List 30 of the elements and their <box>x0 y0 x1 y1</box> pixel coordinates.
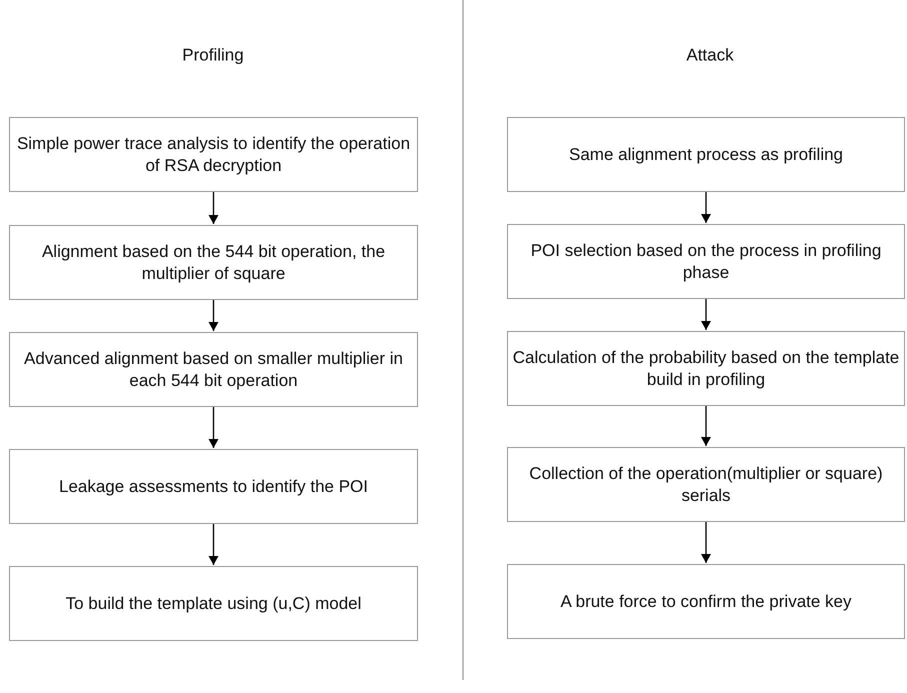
step-text: Simple power trace analysis to identify the operation of RSA decryption <box>16 132 412 176</box>
step-text: Collection of the operation(multiplier or square) serials <box>528 462 884 506</box>
process-box <box>9 449 418 524</box>
process-box <box>507 564 905 639</box>
arrow <box>701 299 711 330</box>
column-heading: Profiling <box>182 44 244 66</box>
arrow <box>701 192 711 223</box>
arrow <box>701 406 711 446</box>
process-box <box>507 331 905 406</box>
process-box <box>507 447 905 522</box>
step-text: POI selection based on the process in profiling phase <box>530 240 882 284</box>
step-text: A brute force to confirm the private key <box>560 590 852 612</box>
arrow <box>701 522 711 563</box>
column-heading: Attack <box>686 44 734 66</box>
step-text: Advanced alignment based on smaller multiplier in each 544 bit operation <box>23 348 404 392</box>
arrow <box>208 192 218 224</box>
process-box <box>9 117 418 192</box>
step-text: Calculation of the probability based on the template build in profiling <box>512 346 900 390</box>
arrow <box>208 407 218 448</box>
process-box <box>507 117 905 192</box>
process-box <box>9 566 418 641</box>
arrow <box>208 524 218 565</box>
step-text: Leakage assessments to identify the POI <box>58 476 368 498</box>
process-box <box>9 225 418 300</box>
step-text: Alignment based on the 544 bit operation, the multiplier of square <box>40 240 386 284</box>
step-text: To build the template using (u,C) model <box>66 592 362 614</box>
arrow <box>208 300 218 331</box>
process-box <box>9 332 418 407</box>
step-text: Same alignment process as profiling <box>568 144 844 166</box>
process-box <box>507 224 905 299</box>
